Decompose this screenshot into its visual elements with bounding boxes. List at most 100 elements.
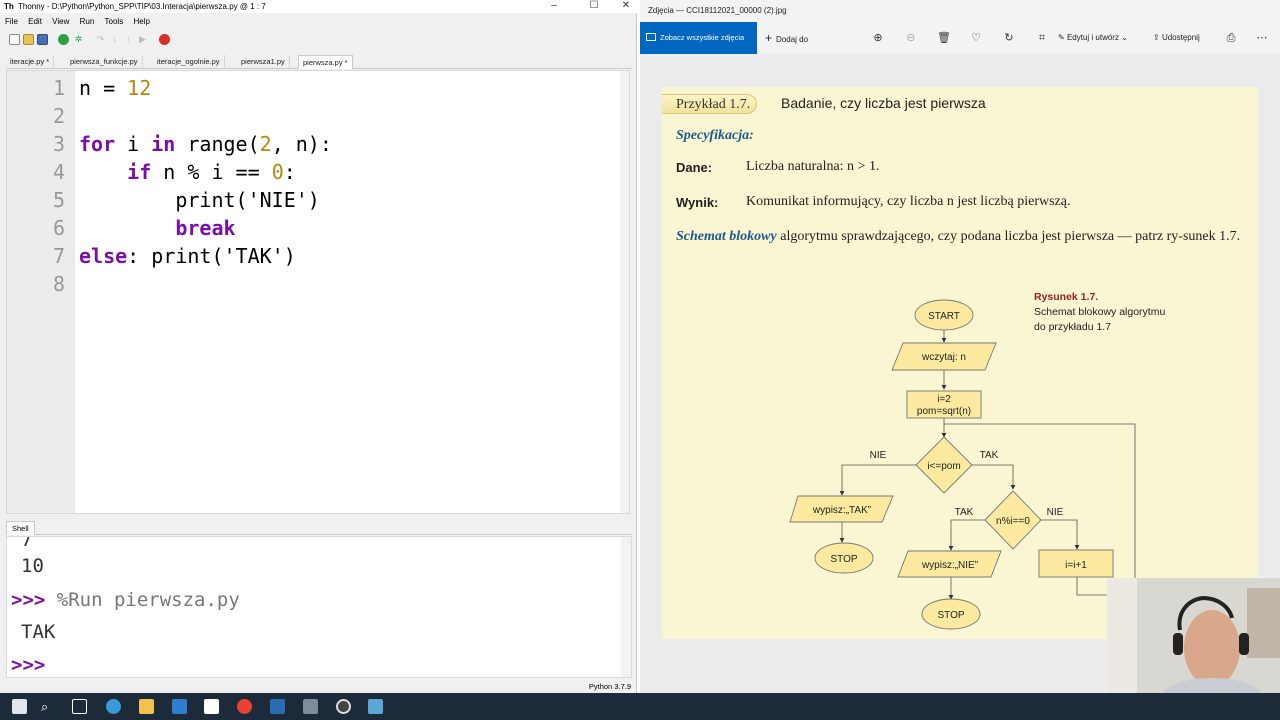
tab-pierwsza[interactable]: pierwsza.py *	[298, 55, 353, 69]
tak1-text: TAK	[980, 450, 999, 461]
edge-icon[interactable]	[106, 699, 121, 714]
start-icon[interactable]	[12, 699, 27, 714]
zoom-out-icon[interactable]: ⊖	[906, 32, 916, 44]
dane-label: Dane:	[676, 160, 713, 175]
task-view-icon[interactable]	[72, 699, 87, 714]
new-file-icon[interactable]	[9, 34, 20, 45]
file-explorer-icon[interactable]	[139, 699, 154, 714]
code-editor[interactable]: 1 2 3 4 5 6 7 8 n = 12 for i in range(2,…	[6, 70, 630, 514]
minimize-button[interactable]: –	[551, 0, 557, 11]
rotate-icon[interactable]: ↻	[1004, 32, 1014, 44]
menu-help[interactable]: Help	[133, 17, 150, 26]
see-all-label: Zobacz wszystkie zdjęcia	[660, 33, 745, 42]
open-file-icon[interactable]	[23, 34, 34, 45]
shell-scrollbar[interactable]	[621, 537, 631, 677]
tab-pierwsza1[interactable]: pierwsza1.py	[237, 55, 290, 69]
crop-icon[interactable]: ⌗	[1038, 32, 1046, 44]
code-token: :	[283, 160, 296, 184]
tab-iteracje-ogolnie[interactable]: iteracje_ogolnie.py	[153, 55, 225, 69]
python-version[interactable]: Python 3.7.9	[588, 682, 631, 691]
para-bold: Schemat blokowy	[676, 229, 777, 244]
line-number: 6	[52, 216, 65, 240]
code-line-3: for i in range(2, n):	[79, 130, 332, 158]
init-text-1: i=2	[937, 394, 951, 405]
store-icon[interactable]	[204, 699, 219, 714]
menu-run[interactable]: Run	[79, 17, 95, 26]
edit-create-button[interactable]: ✎ Edytuj i utwórz ⌄	[1058, 22, 1128, 54]
favorite-icon[interactable]: ♡	[971, 32, 981, 44]
incr-node	[1038, 549, 1114, 578]
code-number: 2	[259, 132, 272, 156]
step-out-icon[interactable]: ↑	[126, 34, 131, 44]
menu-tools[interactable]: Tools	[104, 17, 124, 26]
code-token: n =	[79, 76, 128, 100]
share-button[interactable]: ⇪ Udostępnij	[1153, 22, 1200, 54]
run-icon[interactable]	[58, 34, 69, 45]
tab-iteracje[interactable]: iteracje.py *	[6, 55, 55, 69]
shell-command: >>> %Run pierwsza.py	[11, 589, 240, 611]
line-number: 8	[52, 272, 65, 296]
menu-edit[interactable]: Edit	[28, 17, 42, 26]
shell-prompt[interactable]: >>>	[11, 654, 46, 676]
start-text: START	[928, 311, 960, 322]
stop1-node	[814, 542, 874, 574]
thonny-window: Th Thonny - D:\Python\Python_SPP\TIP\03.…	[0, 0, 637, 693]
resume-icon[interactable]: ▶	[139, 34, 146, 44]
edit-icon: ✎	[1058, 33, 1067, 42]
spec-heading: Specyfikacja:	[676, 128, 754, 143]
photos-toolbar: Zobacz wszystkie zdjęcia +Dodaj do ⊕ ⊖ 🗑…	[640, 22, 1280, 54]
flow-arrow	[972, 464, 1016, 490]
see-all-photos-button[interactable]: Zobacz wszystkie zdjęcia	[640, 22, 757, 54]
tab-shell[interactable]: Shell	[6, 521, 35, 535]
chrome-icon[interactable]	[237, 699, 252, 714]
shell-output: 10	[21, 555, 44, 577]
toolbar: ✲ ↷ ↓ ↑ ▶	[6, 32, 636, 48]
stop2-text: STOP	[937, 610, 964, 621]
notepad-icon[interactable]	[368, 699, 383, 714]
more-icon[interactable]: ⋯	[1256, 32, 1268, 44]
save-icon[interactable]	[37, 34, 48, 45]
debug-icon[interactable]: ✲	[74, 34, 83, 44]
obs-icon[interactable]	[336, 699, 351, 714]
search-icon[interactable]: ⌕	[41, 699, 49, 714]
add-to-button[interactable]: +Dodaj do	[765, 22, 808, 54]
code-token: i	[115, 132, 152, 156]
shell-output: 7	[21, 536, 33, 551]
scanned-page: Przykład 1.7. Badanie, czy liczba jest p…	[662, 87, 1258, 639]
code-line-5: print('NIE')	[79, 188, 320, 212]
code-number: 12	[127, 76, 152, 100]
shell-prompt: >>>	[11, 589, 46, 611]
code-line-6: break	[79, 214, 235, 242]
line-number: 4	[52, 160, 65, 184]
tab-pierwsza-funkcje[interactable]: pierwsza_funkcje.py	[66, 55, 143, 69]
print-icon[interactable]: ⎙	[1226, 32, 1236, 44]
editor-scrollbar[interactable]	[620, 71, 629, 513]
code-keyword: else	[79, 244, 128, 268]
out-tak-text: wypisz:„TAK”	[812, 505, 871, 516]
thonny-app-icon[interactable]	[303, 699, 318, 714]
menu-file[interactable]: File	[5, 17, 18, 26]
init-node	[906, 390, 982, 419]
maximize-button[interactable]: ☐	[589, 0, 599, 11]
photos-title: Zdjęcia — CCI18112021_00000 (2).jpg	[648, 6, 787, 15]
nie1-text: NIE	[870, 450, 887, 461]
code-line-7: else: print('TAK')	[79, 242, 296, 270]
add-to-label: Dodaj do	[776, 35, 809, 44]
shell-console[interactable]: 7 10 >>> %Run pierwsza.py TAK >>>	[6, 536, 632, 678]
figure-line-2: do przykładu 1.7	[1034, 321, 1112, 333]
step-over-icon[interactable]: ↷	[96, 34, 105, 44]
cond2-text: n%i==0	[996, 516, 1030, 527]
figure-title: Rysunek 1.7.	[1034, 291, 1099, 303]
menu-view[interactable]: View	[52, 17, 70, 26]
mail-icon[interactable]	[172, 699, 187, 714]
stop1-text: STOP	[830, 554, 857, 565]
delete-icon[interactable]: 🗑	[937, 32, 951, 44]
zoom-in-icon[interactable]: ⊕	[873, 32, 883, 44]
photos-app-icon[interactable]	[270, 699, 285, 714]
step-into-icon[interactable]: ↓	[112, 34, 117, 44]
incr-text: i=i+1	[1065, 560, 1087, 571]
close-button[interactable]: ✕	[621, 0, 631, 11]
figure-caption: Rysunek 1.7. Schemat blokowy algorytmu d…	[1034, 290, 1165, 335]
code-token: n % i ==	[151, 160, 272, 184]
stop-icon[interactable]	[159, 34, 170, 45]
